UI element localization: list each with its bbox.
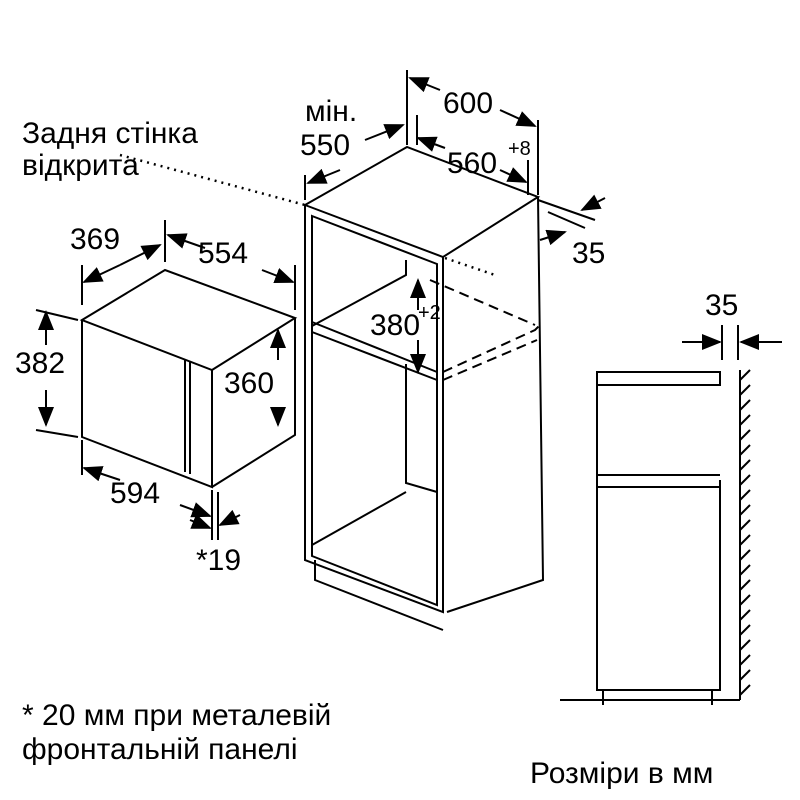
wall-35-label: 35: [705, 289, 739, 322]
width-600-label: 600: [443, 87, 494, 120]
mw-594-label: 594: [110, 477, 161, 510]
height-380-label: 380: [370, 309, 421, 342]
microwave: [35, 220, 298, 540]
mw-19-label: *19: [196, 544, 242, 577]
cabinet: [119, 70, 606, 631]
side-35-label: 35: [572, 237, 606, 270]
min-label: мін.: [305, 95, 358, 128]
units-label: Розміри в мм: [530, 757, 714, 790]
mw-554-label: 554: [198, 237, 249, 270]
width-560-tolerance: +8: [508, 138, 531, 160]
mw-369-label: 369: [70, 223, 121, 256]
height-380-tolerance: +2: [418, 302, 441, 324]
footnote-line1: * 20 мм при металевій: [22, 699, 332, 732]
rear-wall-label-line1: Задня стінка: [22, 117, 198, 150]
depth-550-label: 550: [300, 129, 351, 162]
rear-wall-label-line2: відкрита: [22, 149, 139, 182]
side-view: [560, 325, 782, 705]
mw-382-label: 382: [15, 347, 66, 380]
mw-360-label: 360: [224, 367, 275, 400]
width-560-label: 560: [447, 147, 498, 180]
footnote-line2: фронтальній панелі: [22, 733, 298, 766]
